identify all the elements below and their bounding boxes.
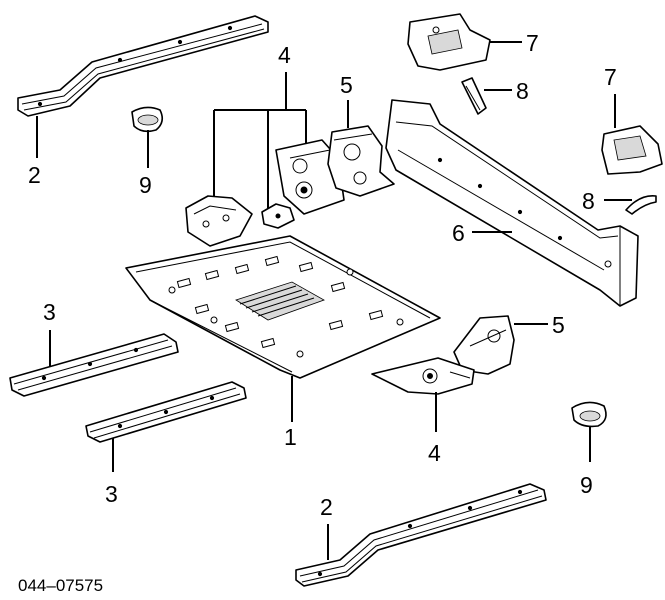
callout-part-9-bottom: 9 [580,472,593,498]
crossmember-upper [9,333,179,397]
callout-part-9-top: 9 [139,172,152,198]
reinforcement-bottom [453,315,515,375]
bracket-right [275,139,345,215]
callout-part-8-right: 8 [582,188,595,214]
callout-part-3-lower: 3 [105,481,118,507]
callout-part-4-top: 4 [278,42,291,68]
plug-top [131,106,164,133]
side-rail-top-left [17,15,269,117]
side-rail-bottom [295,483,547,587]
callout-part-5-top: 5 [340,72,353,98]
clip-top [461,77,487,115]
extension-top [407,13,491,71]
callout-part-1: 1 [284,424,297,450]
crossmember-lower [85,381,247,443]
callout-part-2-bottom: 2 [320,494,333,520]
bracket-bottom [371,357,475,395]
plug-bottom [571,401,607,428]
callout-part-4-bottom: 4 [428,440,441,466]
callout-part-3-upper: 3 [43,299,56,325]
diagram-code: 044–07575 [18,576,103,595]
callout-part-7-top: 7 [526,30,539,56]
clip-right [625,194,657,215]
callout-part-5-bottom: 5 [552,312,565,338]
leader-part-4-top [213,72,307,210]
callout-part-2-top: 2 [28,162,41,188]
bracket-mid [261,203,295,229]
reinforcement-top [327,125,395,197]
extension-right [601,125,663,175]
callout-part-8-top: 8 [516,78,529,104]
bracket-left [185,195,253,247]
rocker-panel [385,99,639,307]
callout-part-7-right: 7 [604,64,617,90]
floor-pan [125,235,441,379]
callout-part-6: 6 [452,220,465,246]
